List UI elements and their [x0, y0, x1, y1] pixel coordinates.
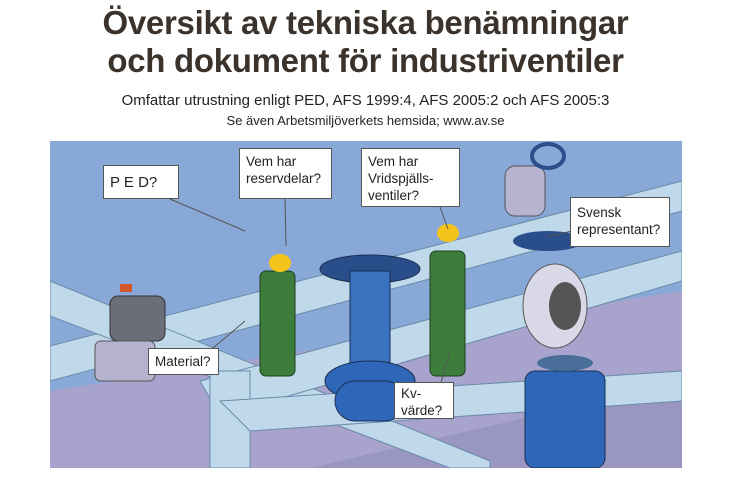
bubble-material: Material?	[148, 348, 219, 375]
subtitle-reference: Se även Arbetsmiljöverkets hemsida; www.…	[226, 113, 505, 128]
bubble-text: reservdelar?	[246, 171, 322, 186]
bubble-text: Material?	[155, 354, 211, 369]
bubble-text: Vem har	[246, 154, 297, 169]
bubble-text: Vem har	[368, 154, 419, 169]
bubble-text: Kv-	[401, 386, 422, 401]
industrial-valves-illustration: P E D? Vem har reservdelar? Vem har Vrid…	[49, 141, 683, 469]
bubble-ped-text: P E D?	[110, 174, 158, 191]
worker-right	[429, 224, 466, 377]
bubble-spare-parts: Vem har reservdelar?	[239, 148, 332, 199]
bubble-text: representant?	[577, 222, 661, 237]
bubble-ped: P E D?	[103, 165, 179, 199]
subtitle-scope: Omfattar utrustning enligt PED, AFS 1999…	[121, 92, 610, 109]
worker-left	[259, 254, 296, 377]
page-title-line-2: och dokument för industriventiler	[107, 42, 624, 79]
bubble-text: Vridspjälls-	[368, 171, 434, 186]
bubble-butterfly-valves: Vem har Vridspjälls- ventiler?	[361, 148, 460, 207]
bubble-text: Svensk	[577, 205, 622, 220]
page-title-line-1: Översikt av tekniska benämningar	[102, 4, 629, 41]
bubble-text: ventiler?	[368, 188, 420, 203]
bubble-swedish-representative: Svensk representant?	[570, 197, 670, 247]
bubble-kv-value: Kv- värde?	[394, 382, 454, 419]
bubble-text: värde?	[401, 403, 443, 418]
